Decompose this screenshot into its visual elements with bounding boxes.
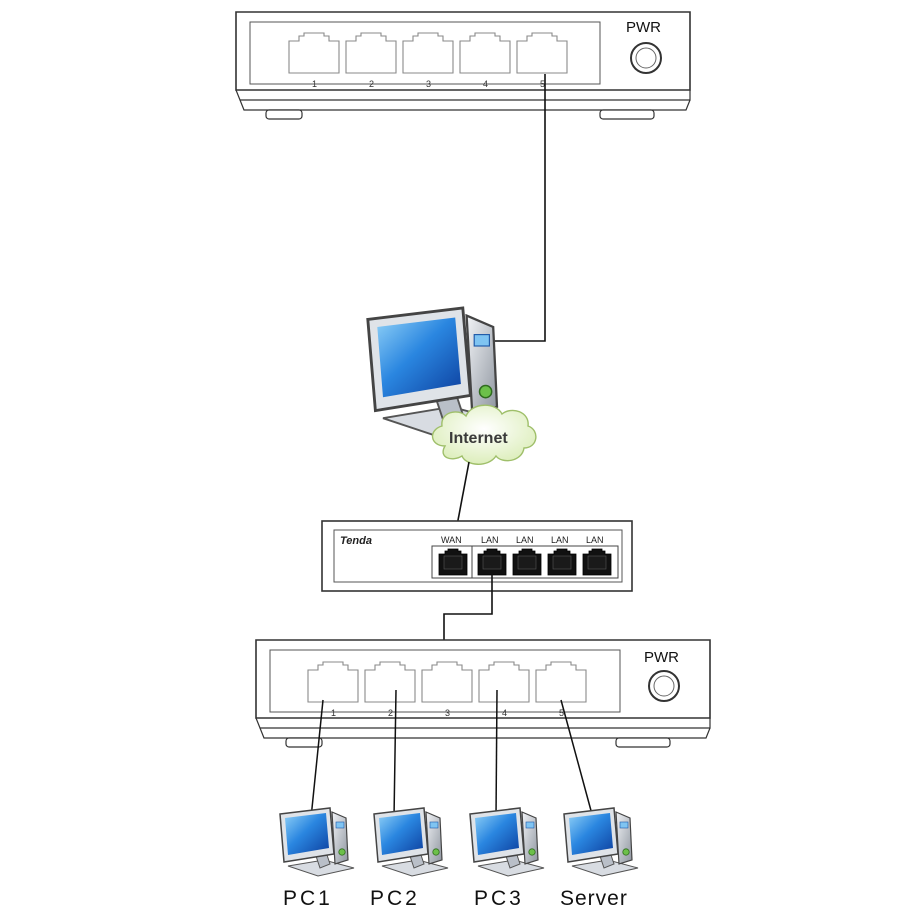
switch-top: PWR 1 2 3 4 5: [235, 11, 691, 120]
router-lan2-label: LAN: [516, 535, 534, 545]
pc1-label: PC1: [283, 887, 333, 910]
router-lan1-label: LAN: [481, 535, 499, 545]
cable-switch-to-isp-pc: [490, 74, 546, 342]
switch-top-port-1-label: 1: [312, 79, 317, 89]
switch-bottom-port-2-label: 2: [388, 708, 393, 718]
cable-port4-to-pc3: [495, 689, 498, 819]
client-pc2: [373, 807, 449, 877]
switch-bottom-port-5-label: 5: [559, 708, 564, 718]
switch-bottom-port-4-label: 4: [502, 708, 507, 718]
pc2-label: PC2: [370, 887, 420, 910]
pwr-label: PWR: [626, 19, 661, 36]
router-lan4-label: LAN: [586, 535, 604, 545]
internet-label: Internet: [449, 430, 508, 447]
router-lan3-label: LAN: [551, 535, 569, 545]
router-brand-logo: Tenda: [340, 535, 372, 547]
client-server: [563, 807, 639, 877]
cable-port2-to-pc2: [393, 689, 397, 819]
router-wan-label: WAN: [441, 535, 462, 545]
switch-top-port-5-label: 5: [540, 79, 545, 89]
router: Tenda WAN LAN LAN LAN LAN: [321, 520, 633, 592]
client-pc3: [469, 807, 545, 877]
switch-bottom: PWR 1 2 3 4 5: [255, 639, 711, 748]
pwr-label: PWR: [644, 649, 679, 666]
switch-top-port-2-label: 2: [369, 79, 374, 89]
server-label: Server: [560, 887, 628, 910]
internet-cloud: Internet: [431, 404, 537, 465]
cable-port5-to-server: [560, 699, 594, 819]
switch-bottom-port-3-label: 3: [445, 708, 450, 718]
switch-bottom-port-1-label: 1: [331, 708, 336, 718]
switch-top-port-4-label: 4: [483, 79, 488, 89]
client-pc1: [279, 807, 355, 877]
pc3-label: PC3: [474, 887, 524, 910]
cable-port1-to-pc1: [310, 699, 324, 819]
switch-top-port-3-label: 3: [426, 79, 431, 89]
